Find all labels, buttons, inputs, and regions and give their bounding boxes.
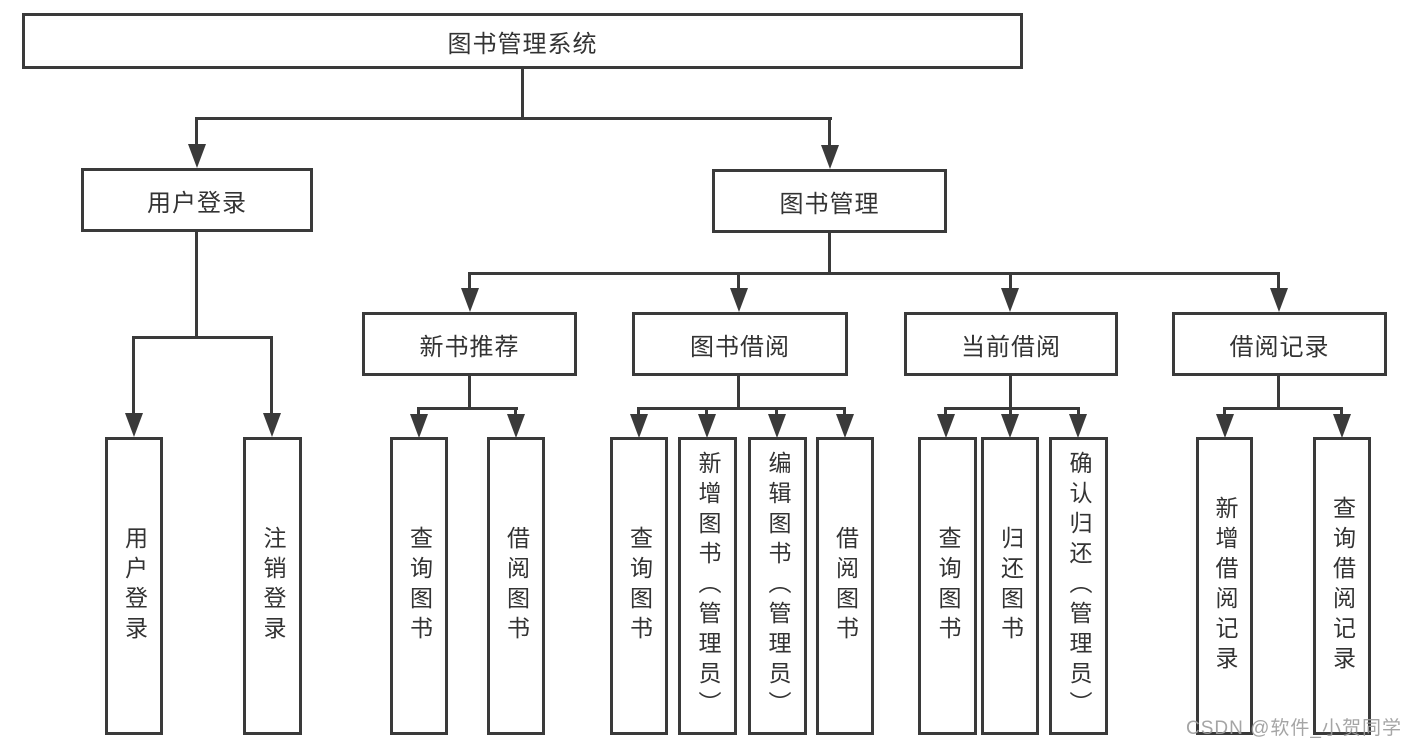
connector-drop	[637, 407, 640, 416]
arrow-down-icon	[730, 288, 748, 312]
node-new-book-recommend: 新书推荐	[362, 312, 577, 376]
arrow-down-icon	[461, 288, 479, 312]
connector-records-stem	[1277, 376, 1280, 410]
connector-borrow-bus	[637, 407, 846, 410]
connector-drop	[417, 407, 420, 416]
leaf-add-books-admin: 新增图书（管理员）	[678, 437, 737, 735]
connector-drop	[705, 407, 708, 416]
arrow-down-icon	[125, 413, 143, 437]
leaf-user-login: 用户登录	[105, 437, 163, 735]
node-current-borrow: 当前借阅	[904, 312, 1118, 376]
connector-borrow-stem	[737, 376, 740, 410]
connector-drop	[737, 272, 740, 289]
connector-drop	[1077, 407, 1080, 416]
arrow-down-icon	[768, 414, 786, 438]
arrow-down-icon	[836, 414, 854, 438]
leaf-confirm-return-admin: 确认归还（管理员）	[1049, 437, 1108, 735]
connector-drop	[944, 407, 947, 416]
connector-drop	[1277, 272, 1280, 289]
leaf-label: 用户登录	[121, 526, 148, 646]
leaf-return-books: 归还图书	[981, 437, 1039, 735]
leaf-label: 归还图书	[997, 526, 1024, 646]
arrow-down-icon	[1001, 414, 1019, 438]
arrow-down-icon	[188, 144, 206, 168]
arrow-down-icon	[698, 414, 716, 438]
node-library-management-system: 图书管理系统	[22, 13, 1023, 69]
leaf-query-books-newbooks: 查询图书	[390, 437, 448, 735]
connector-current-stem	[1009, 376, 1012, 410]
arrow-down-icon	[1270, 288, 1288, 312]
connector-newbooks-bus	[417, 407, 518, 410]
connector-drop	[1223, 407, 1226, 416]
arrow-down-icon	[821, 145, 839, 169]
leaf-label: 查询借阅记录	[1329, 496, 1356, 676]
leaf-logout-login: 注销登录	[243, 437, 302, 735]
node-label: 图书管理	[779, 190, 880, 218]
connector-drop	[468, 272, 471, 289]
connector-root-stem	[521, 69, 524, 117]
connector-drop	[270, 336, 273, 414]
connector-drop	[514, 407, 517, 416]
connector-drop	[195, 117, 198, 145]
connector-drop	[1340, 407, 1343, 416]
leaf-label: 新增图书（管理员）	[695, 451, 721, 721]
leaf-label: 查询图书	[406, 526, 433, 646]
arrow-down-icon	[263, 413, 281, 437]
leaf-borrow-books-borrow: 借阅图书	[816, 437, 874, 735]
connector-bookmgmt-bus	[468, 272, 1280, 275]
connector-records-bus	[1223, 407, 1343, 410]
leaf-label: 查询图书	[626, 526, 653, 646]
node-label: 图书管理系统	[447, 30, 598, 58]
connector-drop	[828, 117, 831, 146]
connector-drop	[132, 336, 135, 414]
arrow-down-icon	[507, 414, 525, 438]
node-user-login: 用户登录	[81, 168, 313, 232]
node-book-management: 图书管理	[712, 169, 947, 233]
leaf-add-borrow-record: 新增借阅记录	[1196, 437, 1253, 735]
node-label: 图书借阅	[690, 333, 790, 361]
leaf-query-books-current: 查询图书	[918, 437, 977, 735]
connector-userlogin-stem	[195, 232, 198, 338]
leaf-label: 注销登录	[260, 526, 286, 646]
connector-drop	[1009, 272, 1012, 289]
node-label: 当前借阅	[961, 333, 1061, 361]
node-label: 新书推荐	[419, 333, 520, 361]
arrow-down-icon	[410, 414, 428, 438]
node-book-borrow: 图书借阅	[632, 312, 848, 376]
leaf-query-books-borrow: 查询图书	[610, 437, 668, 735]
node-label: 借阅记录	[1229, 333, 1330, 361]
connector-root-bus	[195, 117, 832, 120]
arrow-down-icon	[630, 414, 648, 438]
leaf-label: 新增借阅记录	[1212, 496, 1238, 676]
arrow-down-icon	[1001, 288, 1019, 312]
leaf-label: 查询图书	[935, 526, 961, 646]
csdn-watermark: CSDN @软件_小贺同学	[1186, 718, 1402, 739]
leaf-label: 借阅图书	[832, 526, 859, 646]
leaf-label: 确认归还（管理员）	[1066, 451, 1092, 721]
connector-newbooks-stem	[468, 376, 471, 410]
connector-drop	[1009, 407, 1012, 416]
arrow-down-icon	[1069, 414, 1087, 438]
connector-drop	[843, 407, 846, 416]
node-borrow-records: 借阅记录	[1172, 312, 1387, 376]
leaf-label: 借阅图书	[503, 526, 530, 646]
arrow-down-icon	[1333, 414, 1351, 438]
arrow-down-icon	[1216, 414, 1234, 438]
arrow-down-icon	[937, 414, 955, 438]
leaf-edit-books-admin: 编辑图书（管理员）	[748, 437, 807, 735]
connector-bookmgmt-stem	[828, 233, 831, 274]
connector-userlogin-bus	[132, 336, 273, 339]
node-label: 用户登录	[147, 189, 247, 217]
leaf-borrow-books-newbooks: 借阅图书	[487, 437, 545, 735]
connector-current-bus	[944, 407, 1080, 410]
leaf-query-borrow-record: 查询借阅记录	[1313, 437, 1371, 735]
connector-drop	[775, 407, 778, 416]
leaf-label: 编辑图书（管理员）	[765, 451, 791, 721]
